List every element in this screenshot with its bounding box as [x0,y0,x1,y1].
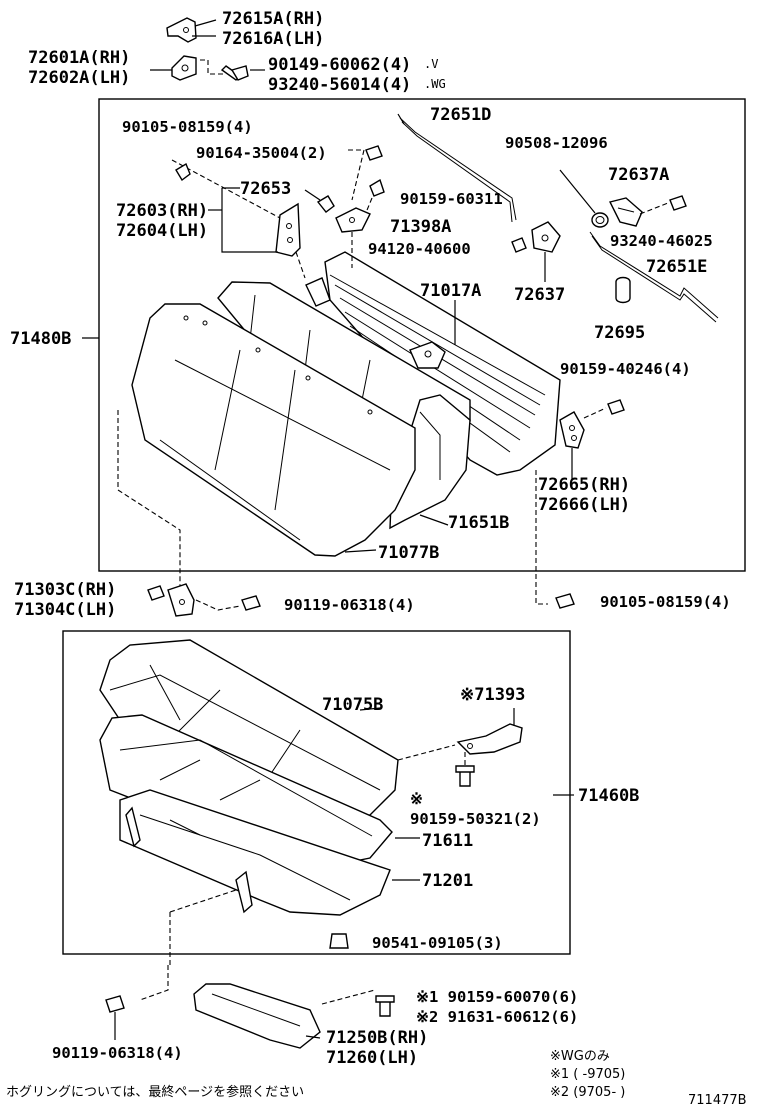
hinge-base-part [150,55,197,81]
label-71480B: 71480B [10,329,71,349]
label-72603: 72603(RH) [116,201,208,221]
label-72602A: 72602A(LH) [28,68,130,88]
label-71250B: 71250B(RH) [326,1028,428,1048]
label-90119-bottom: 90119-06318(4) [52,1044,183,1062]
nut-94120 [511,237,527,253]
label-94120: 94120-40600 [368,240,471,258]
label-93240-suffix: .WG [424,77,446,91]
label-90159-50321-mark: ※ [410,790,423,808]
seatback-frame [98,98,746,572]
label-90119-mid: 90119-06318(4) [284,596,415,614]
footer-note: ホグリングについては、最終ページを参照ください [6,1084,304,1100]
label-90159-60311: 90159-60311 [400,190,503,208]
label-90149-suffix: .V [424,57,438,71]
label-90541: 90541-09105(3) [372,934,503,952]
label-90105-top: 90105-08159(4) [122,118,253,136]
hinge-cover-part [166,17,197,43]
label-72637: 72637 [514,285,565,305]
nut-90541 [329,933,349,949]
note-2: ※2 (9705- ) [550,1085,625,1100]
cap-72695 [615,276,631,304]
label-71611: 71611 [422,831,473,851]
bolt-90119-bottom [105,995,125,1013]
label-71303C: 71303C(RH) [14,580,116,600]
label-71393: ※71393 [460,685,525,705]
label-90105-bottom: 90105-08159(4) [600,593,731,611]
label-71651B: 71651B [448,513,509,533]
lever-72637A [608,197,643,227]
bolt-71303-small [147,585,165,601]
label-71304C: 71304C(LH) [14,600,116,620]
lock-72637 [531,221,561,253]
bolt-90159-40246 [607,399,625,415]
label-72695: 72695 [594,323,645,343]
plate-71398A [335,207,371,233]
bolt-90159-60311 [369,178,385,197]
cushion-frame [62,630,571,955]
label-72637A: 72637A [608,165,669,185]
label-90159-60070: ※1 90159-60070(6) [416,988,578,1006]
label-90164: 90164-35004(2) [196,144,327,162]
bolt-90105-bottom [555,593,575,609]
bracket-71303C [167,583,195,617]
rod-72651D [397,113,517,223]
cover-71250B [193,983,321,1049]
rod-72651E [589,231,719,323]
label-90149: 90149-60062(4) [268,55,411,75]
bolt-top [220,65,249,81]
label-93240-56014: 93240-56014(4) [268,75,411,95]
label-72653: 72653 [240,179,291,199]
label-90159-40246: 90159-40246(4) [560,360,691,378]
note-1: ※1 ( -9705) [550,1067,625,1082]
label-72601A: 72601A(RH) [28,48,130,68]
label-71077B: 71077B [378,543,439,563]
cushion-frame-71201 [119,789,391,916]
hinge-72665 [559,411,585,449]
label-71201: 71201 [422,871,473,891]
note-wg-only: ※WGのみ [550,1049,610,1064]
label-71398A: 71398A [390,217,451,237]
label-72604: 72604(LH) [116,221,208,241]
label-93240-46025: 93240-46025 [610,232,713,250]
bolt-90159-60070 [375,995,395,1017]
spring-90508 [591,212,609,228]
label-71260: 71260(LH) [326,1048,418,1068]
label-90159-50321: 90159-50321(2) [410,810,541,828]
label-72651E: 72651E [646,257,707,277]
label-71075B: 71075B [322,695,383,715]
label-72651D: 72651D [430,105,491,125]
bolt-90164 [365,145,383,161]
label-71017A: 71017A [420,281,481,301]
label-72666: 72666(LH) [538,495,630,515]
diagram-id: 711477B [688,1093,747,1108]
back-cover-71077B [131,303,416,557]
clip-72653 [316,195,335,213]
bolt-93240-46025 [669,195,687,211]
label-72615A: 72615A(RH) [222,9,324,29]
lock-bracket-72603 [275,202,301,257]
label-91631: ※2 91631-60612(6) [416,1008,578,1026]
label-90508: 90508-12096 [505,134,608,152]
bracket-71393 [456,723,523,755]
label-72665: 72665(RH) [538,475,630,495]
label-71460B: 71460B [578,786,639,806]
bolt-90119-mid [241,595,261,611]
label-72616A: 72616A(LH) [222,29,324,49]
bolt-90159-50321 [455,765,475,787]
bolt-90105-top [175,162,191,182]
